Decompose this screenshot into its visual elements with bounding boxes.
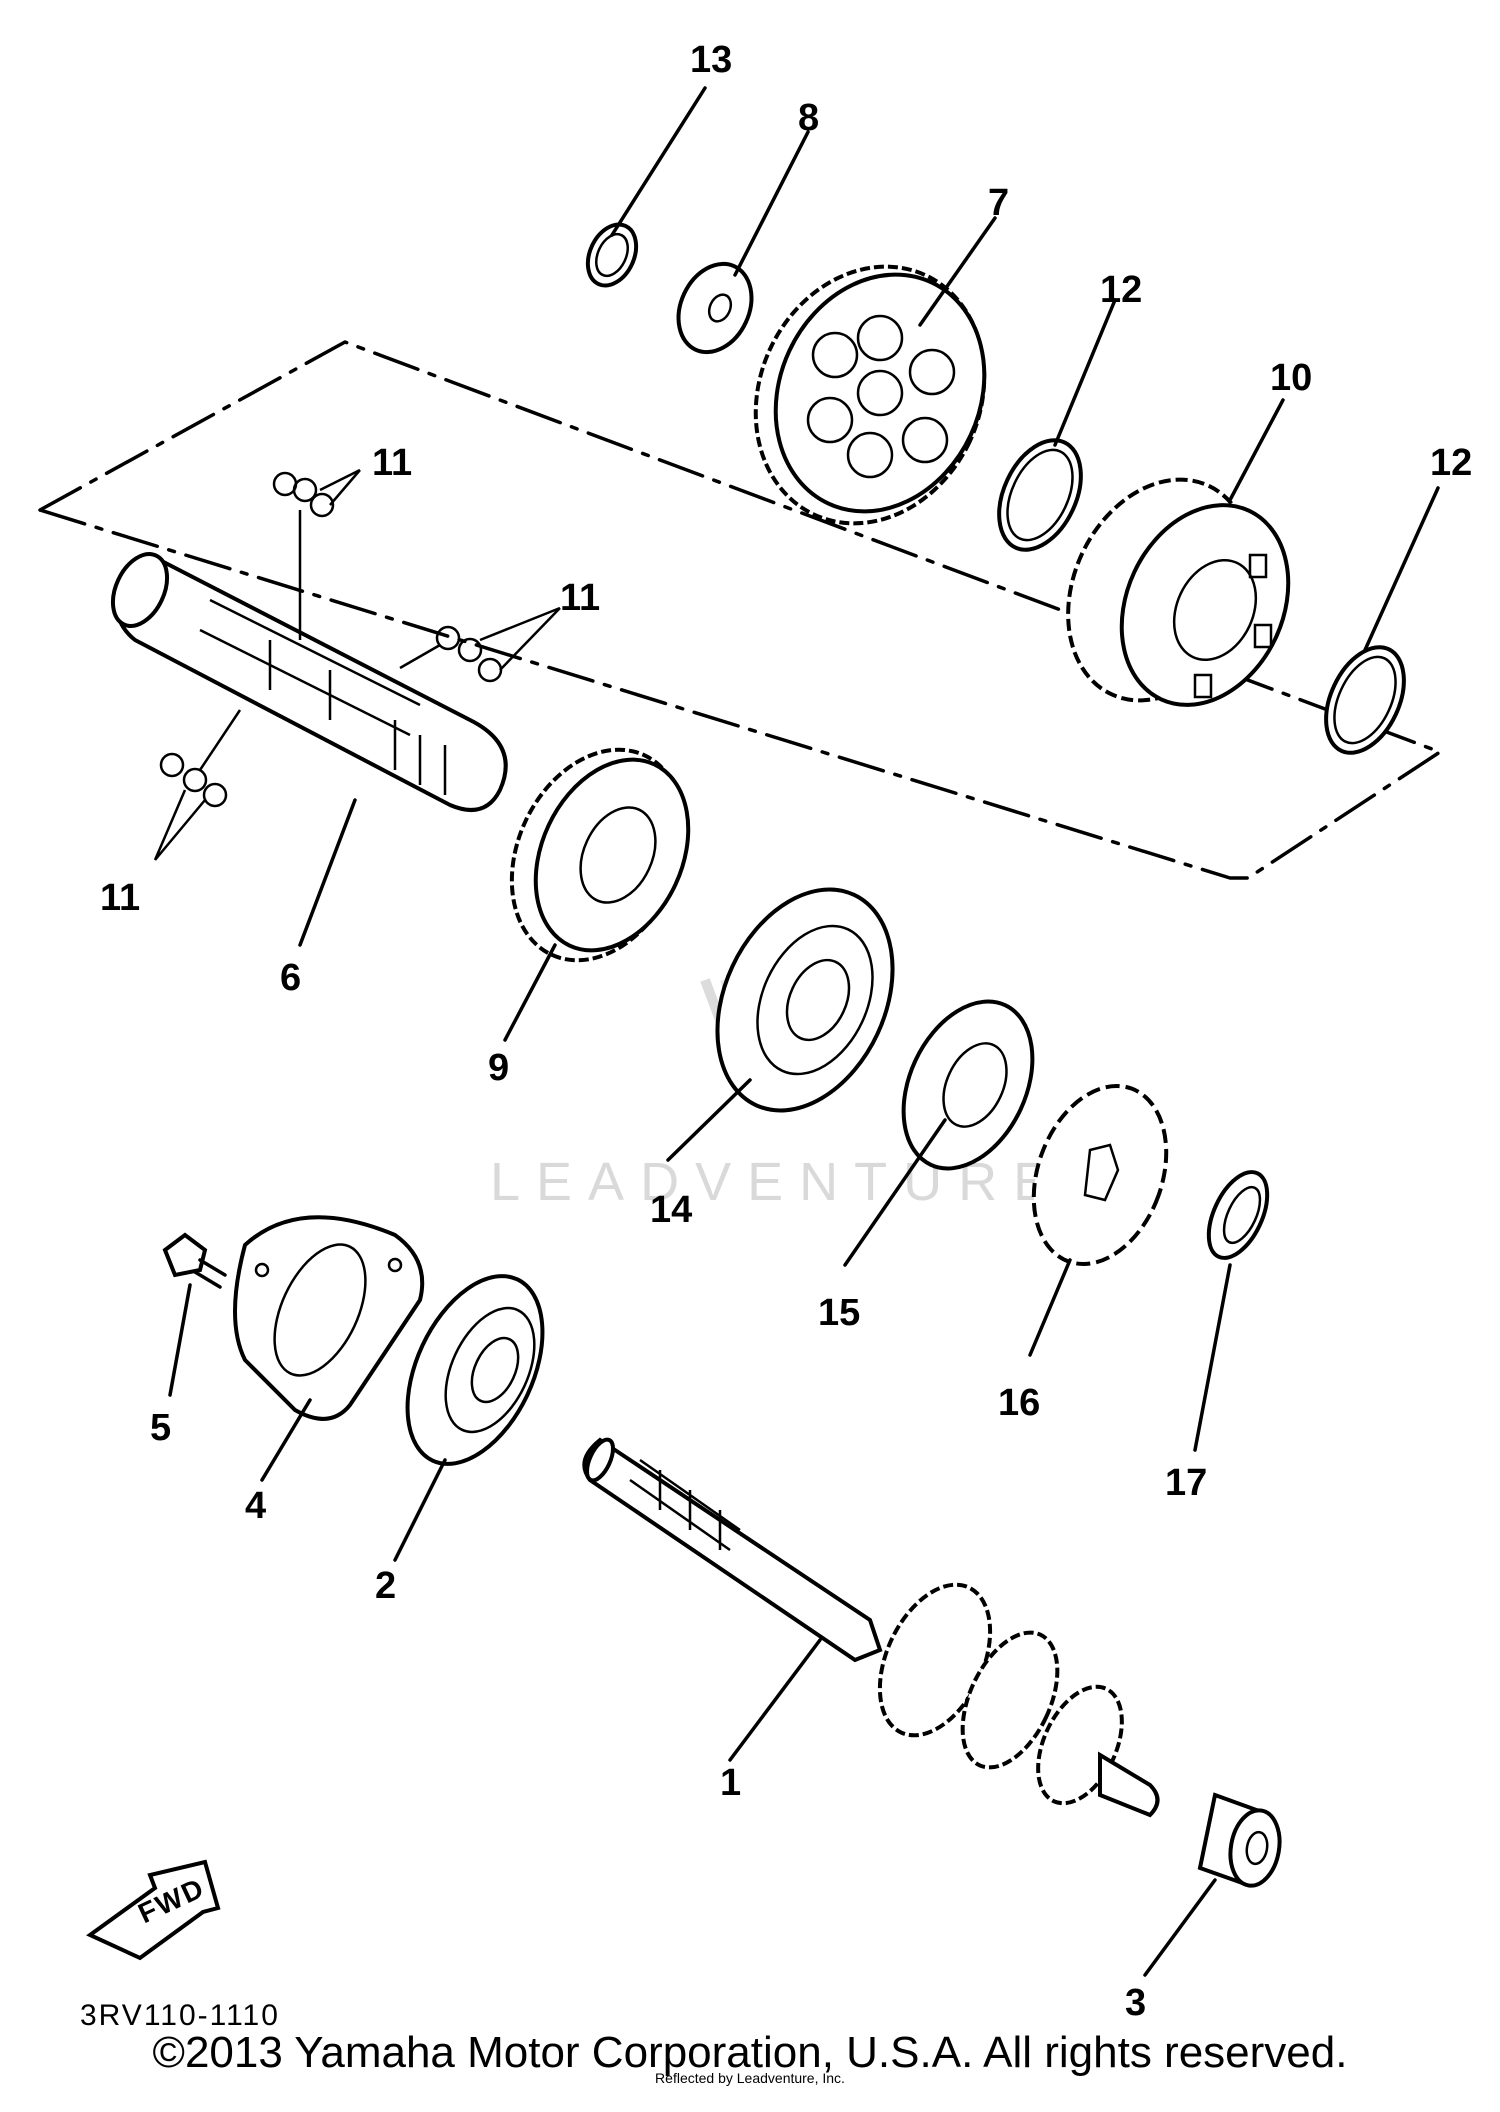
overprint-text: Reflected by Leadventure, Inc. (655, 2070, 845, 2086)
leader-lines (168, 86, 1440, 1977)
callout-14: 14 (650, 1189, 692, 1231)
callout-10: 10 (1270, 357, 1312, 399)
ball-cluster-11-right (399, 606, 561, 683)
shaft-6 (110, 552, 508, 812)
ball-cluster-11-top (272, 468, 361, 640)
diagram-code: 3RV110-1110 (80, 1999, 280, 2032)
axle-1 (582, 1437, 1160, 1818)
bolt-5 (162, 1232, 227, 1289)
callout-11-left: 11 (100, 877, 140, 919)
washer-17 (1206, 1170, 1270, 1260)
callout-8: 8 (798, 97, 819, 139)
callout-5: 5 (150, 1407, 171, 1449)
callout-16: 16 (998, 1382, 1040, 1424)
circlip-13 (585, 222, 639, 288)
callout-3: 3 (1125, 1982, 1146, 2024)
callout-9: 9 (488, 1047, 509, 1089)
bushing-3 (1197, 1792, 1282, 1888)
sprocket-16 (1031, 1083, 1169, 1267)
callout-12-upper: 12 (1100, 269, 1142, 311)
gear-9 (509, 747, 691, 963)
group-frame (38, 340, 1442, 880)
circlip-12-upper (997, 438, 1083, 552)
callout-11-top: 11 (372, 442, 412, 484)
ball-cluster-11-left (153, 709, 242, 861)
callout-17: 17 (1165, 1462, 1207, 1504)
callout-6: 6 (280, 957, 301, 999)
circlip-12-lower (1324, 645, 1406, 755)
callout-12-lower: 12 (1430, 442, 1472, 484)
bearing-14 (715, 887, 895, 1113)
callout-11-right: 11 (560, 577, 600, 619)
bearing-2 (405, 1274, 545, 1466)
copyright-notice: ©2013 Yamaha Motor Corporation, U.S.A. A… (152, 2028, 1348, 2077)
callout-13: 13 (690, 39, 732, 81)
callout-2: 2 (375, 1565, 396, 1607)
callout-4: 4 (245, 1485, 266, 1527)
oil-seal-15 (901, 999, 1035, 1171)
gear-10 (1066, 477, 1291, 707)
washer-8 (676, 261, 754, 355)
callouts: 1 2 3 4 5 6 7 8 9 10 11 11 11 12 12 13 1… (100, 39, 1472, 2024)
callout-15: 15 (818, 1292, 860, 1334)
forward-arrow: FWD (86, 1859, 221, 1961)
plate-4 (233, 1215, 425, 1421)
gear-7 (753, 264, 987, 526)
callout-1: 1 (720, 1762, 741, 1804)
callout-7: 7 (988, 182, 1009, 224)
